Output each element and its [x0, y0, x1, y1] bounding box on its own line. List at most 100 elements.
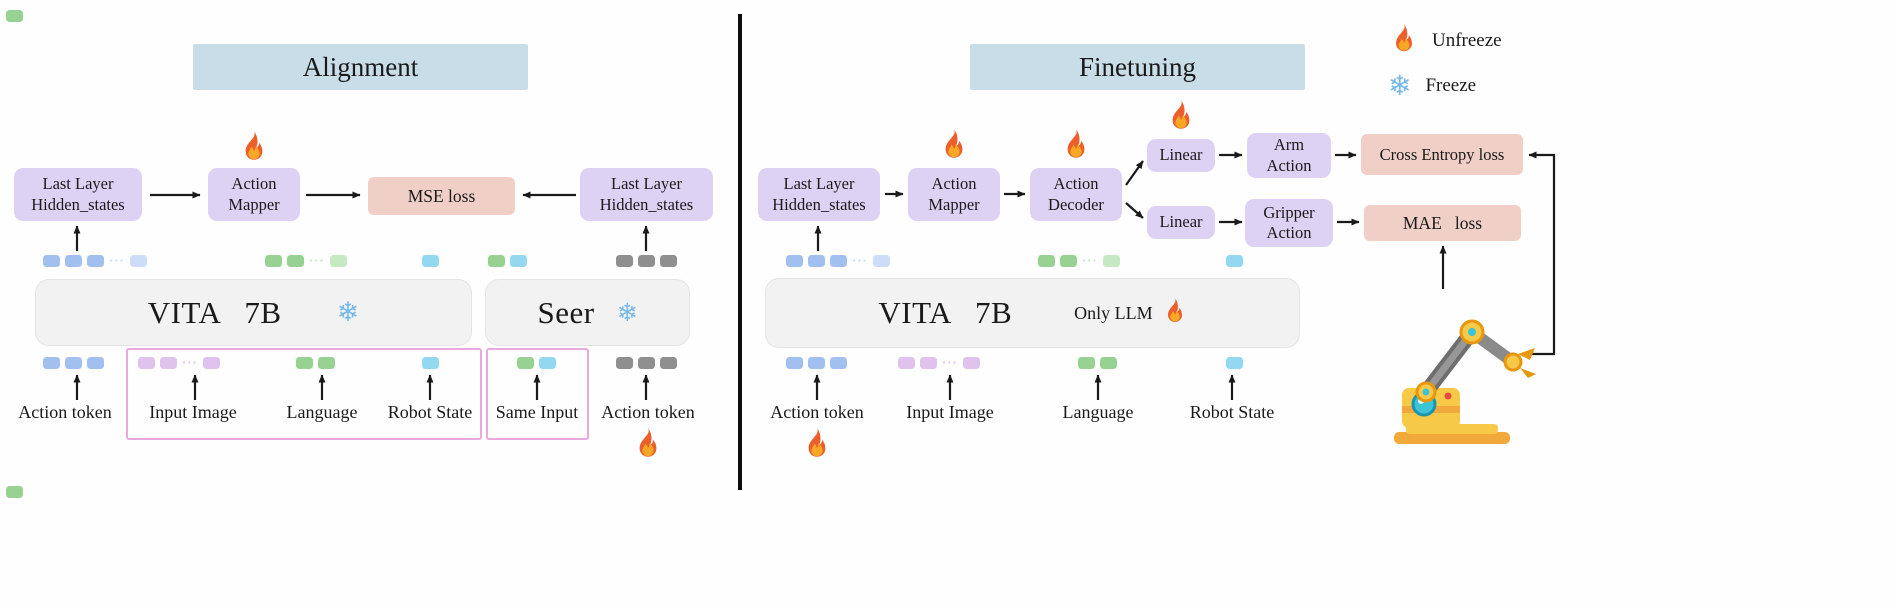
token: [129, 255, 147, 267]
token-row-right-bottom-action: [786, 357, 847, 369]
token-row-left-bottom-action: [43, 357, 104, 369]
token: [786, 255, 803, 267]
token: [898, 357, 915, 369]
snowflake-icon: ❄: [336, 297, 360, 328]
token: [87, 357, 104, 369]
token: [160, 357, 177, 369]
legend-unfreeze: Unfreeze: [1390, 24, 1502, 58]
label-input-image-left: Input Image: [149, 402, 237, 422]
token-row-left-bottom-state: [422, 357, 439, 369]
vita-7b-right-label: VITA 7B: [878, 295, 1013, 330]
alignment-title: Alignment: [193, 44, 528, 90]
hidden-states-line2: Hidden_states: [772, 194, 866, 214]
snowflake-icon: ❄: [616, 298, 638, 327]
token: [808, 357, 825, 369]
ellipsis-dots: ···: [852, 254, 868, 267]
hidden-states-right-line2: Hidden_states: [599, 194, 694, 214]
hidden-states-right-line1: Last Layer: [610, 174, 682, 194]
token-row-left-bottom-language: [296, 357, 335, 369]
token-row-right-bottom-state: [1226, 357, 1243, 369]
action-decoder-line1: Action: [1053, 174, 1099, 194]
mae-loss-box: MAE loss: [1364, 205, 1521, 241]
stray-token-top: [6, 10, 23, 22]
token: [287, 255, 304, 267]
label-action-token-right: Action token: [601, 402, 695, 422]
token: [808, 255, 825, 267]
token: [65, 357, 82, 369]
label-input-image: Input Image: [906, 402, 994, 422]
token: [422, 357, 439, 369]
token: [202, 357, 220, 369]
robot-arm-illustration: [1372, 288, 1542, 448]
unfreeze-flame-icon: [802, 428, 832, 464]
seer-box: Seer ❄: [485, 279, 690, 346]
token-row-seer-top: [488, 255, 527, 267]
hidden-states-line1: Last Layer: [783, 174, 855, 194]
action-mapper-left-line2: Mapper: [228, 194, 280, 214]
ellipsis-dots: ···: [182, 356, 198, 369]
legend-freeze-label: Freeze: [1425, 75, 1477, 96]
action-decoder-box: Action Decoder: [1030, 168, 1122, 221]
token: [962, 357, 980, 369]
hidden-states-left-line2: Hidden_states: [31, 194, 125, 214]
seer-label: Seer: [537, 294, 595, 330]
unfreeze-flame-icon: [1166, 100, 1196, 136]
token-row-right-top-action: ···: [786, 255, 890, 267]
gripper-action-line2: Action: [1266, 223, 1312, 242]
token: [539, 357, 556, 369]
token: [517, 357, 534, 369]
token: [920, 357, 937, 369]
arm-action-line1: Arm: [1273, 135, 1305, 155]
action-mapper-left-box: Action Mapper: [208, 168, 300, 221]
token: [616, 357, 633, 369]
token: [510, 255, 527, 267]
finetuning-title: Finetuning: [970, 44, 1305, 90]
token: [786, 357, 803, 369]
hidden-states-left-line1: Last Layer: [42, 174, 114, 194]
ellipsis-dots: ···: [942, 356, 958, 369]
snowflake-icon: ❄: [1388, 69, 1412, 102]
token-row-left-top-language: ···: [265, 255, 347, 267]
label-language: Language: [1062, 402, 1134, 422]
token: [638, 357, 655, 369]
stray-token-bottom: [6, 486, 23, 498]
token: [65, 255, 82, 267]
legend-freeze: ❄ Freeze: [1388, 72, 1476, 100]
token: [6, 10, 23, 22]
token-row-right-top-state: [1226, 255, 1243, 267]
unfreeze-flame-icon: [1390, 24, 1418, 58]
token-row-left-bottom-image: ···: [138, 357, 220, 369]
legend-unfreeze-label: Unfreeze: [1432, 30, 1502, 51]
token: [138, 357, 155, 369]
token: [1226, 357, 1243, 369]
panel-divider: [738, 14, 742, 490]
token: [638, 255, 655, 267]
vita-7b-left-box: VITA 7B ❄: [35, 279, 472, 346]
token: [616, 255, 633, 267]
token: [660, 357, 677, 369]
token: [1226, 255, 1243, 267]
action-mapper-box: Action Mapper: [908, 168, 1000, 221]
shared-input-group-box: [126, 348, 482, 440]
mse-loss-box: MSE loss: [368, 177, 515, 215]
label-language-left: Language: [286, 402, 358, 422]
gripper-action-box: Gripper Action: [1245, 199, 1333, 247]
unfreeze-flame-icon: [1061, 129, 1091, 165]
token: [422, 255, 439, 267]
token: [1060, 255, 1077, 267]
token: [1038, 255, 1055, 267]
ellipsis-dots: ···: [309, 254, 325, 267]
hidden-states-left-box: Last Layer Hidden_states: [14, 168, 142, 221]
token: [1100, 357, 1117, 369]
only-llm-label: Only LLM: [1074, 302, 1153, 323]
vita-7b-left-label: VITA 7B: [147, 294, 282, 330]
action-mapper-line2: Mapper: [928, 194, 980, 214]
action-mapper-line1: Action: [931, 174, 977, 194]
token: [1102, 255, 1120, 267]
token: [318, 357, 335, 369]
unfreeze-flame-icon: [1163, 298, 1187, 328]
token: [43, 255, 60, 267]
token: [43, 357, 60, 369]
cross-entropy-loss-box: Cross Entropy loss: [1361, 134, 1523, 175]
